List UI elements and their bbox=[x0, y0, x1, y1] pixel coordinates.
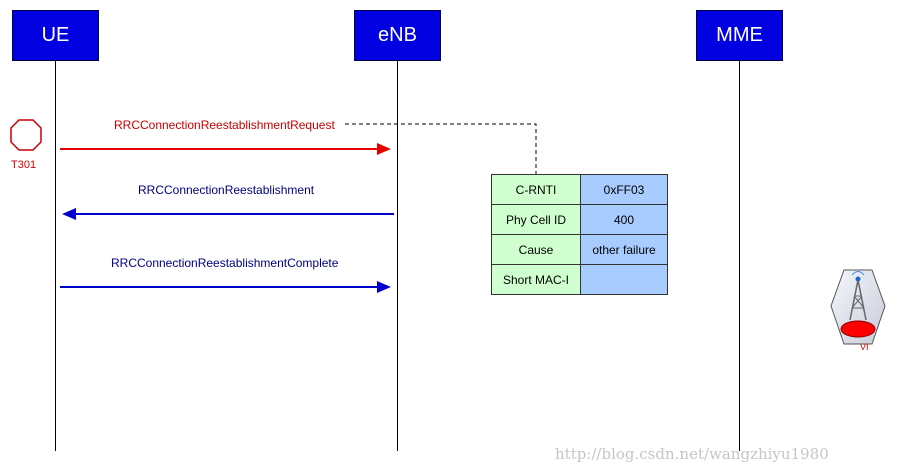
logo-text: VI bbox=[860, 342, 869, 352]
ue-lifeline bbox=[55, 61, 56, 451]
ie-row: Phy Cell ID 400 bbox=[491, 204, 668, 235]
request-arrowhead bbox=[377, 143, 391, 155]
ie-name: C-RNTI bbox=[491, 174, 581, 205]
mme-node: MME bbox=[696, 10, 783, 61]
reestablishment-label: RRCConnectionReestablishment bbox=[138, 183, 315, 197]
reestablishment-arrowhead bbox=[62, 208, 76, 220]
ue-node: UE bbox=[12, 10, 99, 61]
enb-node: eNB bbox=[354, 10, 441, 61]
complete-arrowhead bbox=[377, 281, 391, 293]
ie-name: Short MAC-I bbox=[491, 264, 581, 295]
timer-octagon-icon bbox=[10, 119, 42, 151]
complete-label: RRCConnectionReestablishmentComplete bbox=[111, 256, 339, 270]
ie-name: Cause bbox=[491, 234, 581, 265]
ie-name: Phy Cell ID bbox=[491, 204, 581, 235]
mme-lifeline bbox=[739, 61, 740, 451]
ie-value: 0xFF03 bbox=[580, 174, 668, 205]
tower-logo-icon bbox=[830, 269, 886, 345]
request-label: RRCConnectionReestablishmentRequest bbox=[114, 118, 335, 132]
ie-value: other failure bbox=[580, 234, 668, 265]
enb-lifeline bbox=[397, 61, 398, 451]
ie-table: C-RNTI 0xFF03 Phy Cell ID 400 Cause othe… bbox=[491, 174, 668, 295]
ie-value: 400 bbox=[580, 204, 668, 235]
ie-connector bbox=[345, 123, 537, 174]
ie-row: Cause other failure bbox=[491, 234, 668, 265]
ie-row: Short MAC-I bbox=[491, 264, 668, 295]
ie-row: C-RNTI 0xFF03 bbox=[491, 174, 668, 205]
watermark: http://blog.csdn.net/wangzhiyu1980 bbox=[555, 445, 829, 463]
ie-value bbox=[580, 264, 668, 295]
timer-label: T301 bbox=[11, 159, 37, 171]
